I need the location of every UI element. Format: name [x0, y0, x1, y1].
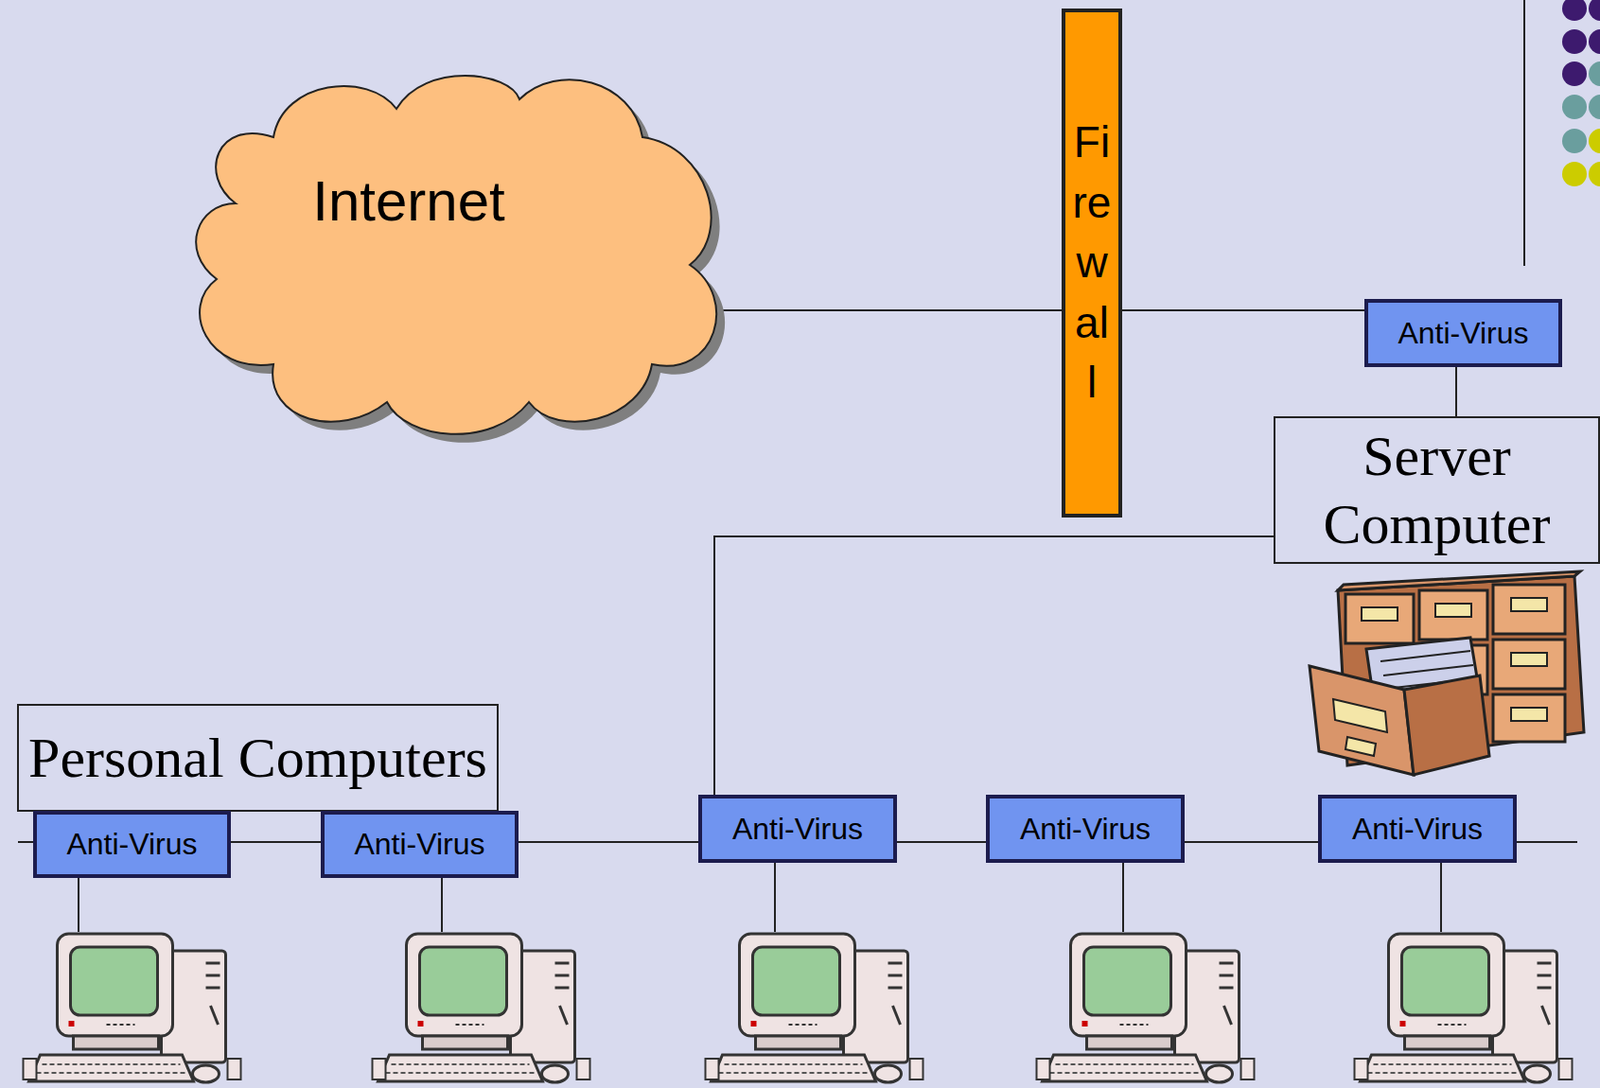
node-label: Anti-Virus: [1397, 316, 1529, 352]
node-label: Anti-Virus: [353, 826, 485, 862]
pc-icon: [23, 933, 242, 1083]
network-link: [1122, 309, 1365, 312]
antivirus-box: Anti-Virus: [985, 794, 1185, 863]
network-link: [714, 309, 1062, 312]
network-link: [230, 841, 321, 844]
pc-drop-lines: [78, 861, 1442, 932]
pc-icon: [1037, 933, 1255, 1083]
node-label: Internet: [312, 168, 505, 234]
corner-decoration: [1524, 0, 1600, 266]
group-label-box: Personal Computers: [17, 703, 499, 812]
node-label: Anti-Virus: [1019, 811, 1151, 847]
network-link: [1184, 841, 1319, 844]
bus-stub: [1515, 841, 1578, 844]
node-label: Anti-Virus: [1352, 811, 1483, 847]
file-cabinet: [1309, 571, 1584, 775]
antivirus-box: Anti-Virus: [320, 810, 519, 879]
internet-cloud: Internet: [178, 61, 715, 444]
firewall-label: Firewall: [1070, 112, 1114, 413]
network-link: [896, 841, 986, 844]
firewall-bar: Firewall: [1061, 8, 1123, 518]
antivirus-box: Anti-Virus: [1364, 298, 1563, 368]
cloud-outline: [178, 61, 715, 444]
server-label-box: Server Computer: [1273, 416, 1600, 564]
node-label: Anti-Virus: [732, 811, 863, 847]
antivirus-box: Anti-Virus: [1318, 794, 1517, 863]
pc-icon: [705, 933, 924, 1083]
pc-icon: [372, 933, 591, 1083]
node-label: Anti-Virus: [66, 826, 197, 862]
antivirus-box: Anti-Virus: [33, 810, 231, 879]
antivirus-box: Anti-Virus: [698, 794, 897, 863]
pc-icon: [1354, 933, 1573, 1083]
node-label: Personal Computers: [28, 723, 488, 792]
network-link: [714, 536, 1274, 795]
node-label: Server Computer: [1275, 421, 1599, 559]
network-link: [518, 841, 699, 844]
network-link: [1455, 367, 1458, 417]
